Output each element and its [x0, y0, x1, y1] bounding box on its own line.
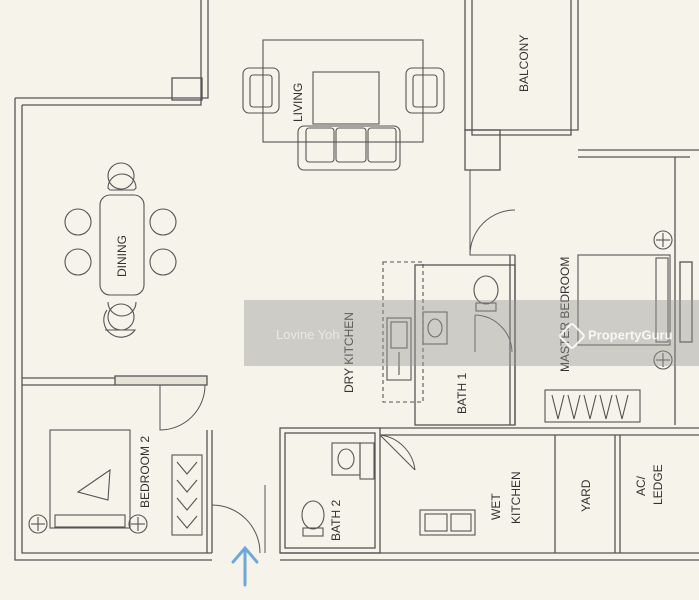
- label-bath-1: BATH 1: [455, 373, 469, 414]
- label-bath-2: BATH 2: [329, 500, 343, 541]
- label-master-bedroom: MASTER BEDROOM: [558, 257, 572, 372]
- label-wet: WET: [489, 493, 503, 520]
- label-ledge: LEDGE: [651, 464, 665, 505]
- armchair-right: [405, 67, 445, 114]
- label-yard: YARD: [579, 479, 593, 512]
- basin-1: [422, 311, 448, 345]
- master-bedroom-furniture: [544, 230, 673, 423]
- label-ac: AC/: [634, 475, 648, 496]
- armchair-left: [242, 67, 280, 114]
- label-kitchen: KITCHEN: [509, 471, 523, 524]
- watermark-agent: Lovine Yoh: [276, 327, 340, 342]
- toilet-1: [473, 275, 499, 305]
- room-labels: LIVING BALCONY DINING MASTER BEDROOM DRY…: [115, 35, 665, 541]
- sofa: [297, 125, 401, 171]
- master-wardrobe: [544, 389, 641, 423]
- kitchen-counter: [382, 261, 424, 403]
- wet-kitchen-fixtures: [419, 509, 476, 536]
- entrance-arrow-icon: [231, 545, 259, 587]
- outer-walls: [14, 0, 699, 561]
- bath-fixtures: [301, 275, 499, 537]
- watermark-band: [244, 300, 699, 366]
- bedside-lamp: [653, 230, 673, 250]
- master-bed: [577, 254, 671, 346]
- doors: [159, 170, 516, 554]
- label-dry-kitchen: DRY KITCHEN: [342, 312, 356, 393]
- watermark-brand: PropertyGuru: [557, 321, 673, 351]
- label-balcony: BALCONY: [517, 35, 531, 92]
- label-living: LIVING: [291, 83, 305, 122]
- bed-2: [49, 429, 131, 529]
- bedroom2-furniture: [28, 429, 203, 536]
- dry-kitchen-fixtures: [382, 261, 424, 403]
- dining-table: [99, 194, 145, 296]
- living-furniture: [242, 39, 445, 171]
- watermark-brand-text: PropertyGuru: [588, 327, 673, 343]
- label-bedroom-2: BEDROOM 2: [138, 436, 152, 508]
- coffee-table: [312, 71, 380, 125]
- dining-furniture: [64, 162, 177, 338]
- wardrobe-2: [171, 454, 203, 536]
- living-rug: [262, 39, 424, 143]
- toilet-2: [301, 500, 325, 530]
- propertyguru-logo-icon: [557, 321, 587, 351]
- label-dining: DINING: [115, 235, 129, 277]
